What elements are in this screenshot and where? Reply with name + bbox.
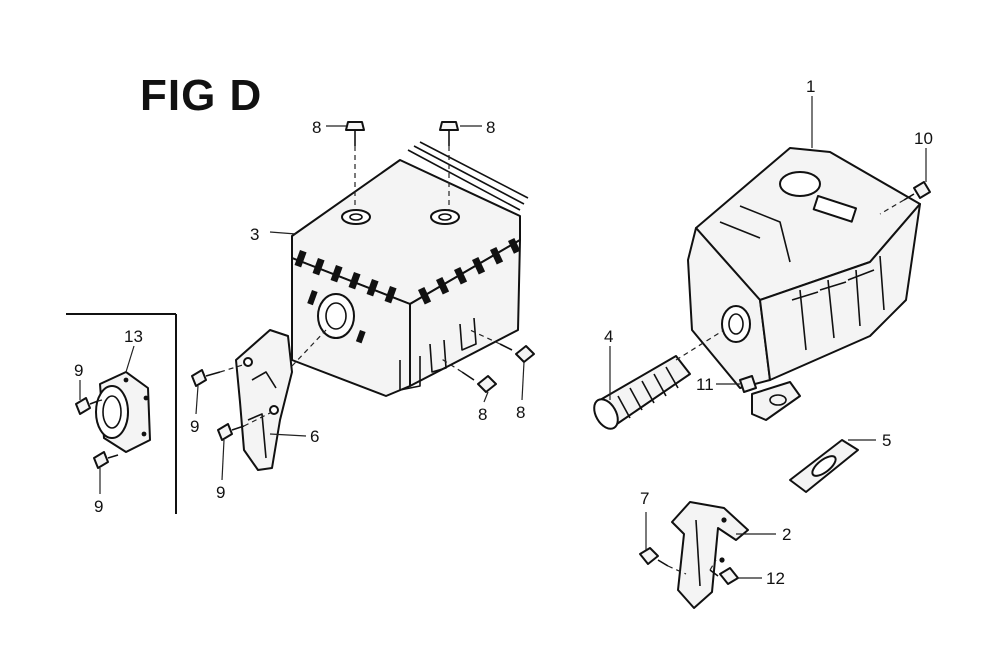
callout-6: 6 xyxy=(310,427,319,446)
bracket-part[interactable] xyxy=(671,501,749,609)
callout-2: 2 xyxy=(782,525,791,544)
screw-9-d[interactable] xyxy=(93,451,119,469)
callout-5: 5 xyxy=(882,431,891,450)
callout-8-top-left: 8 xyxy=(312,118,321,137)
inset-frame xyxy=(66,313,177,514)
leader-lines xyxy=(79,96,927,579)
callout-9-a: 9 xyxy=(190,417,199,436)
callout-9-b: 9 xyxy=(216,483,225,502)
callout-4: 4 xyxy=(604,327,613,346)
bolt-8-top-right[interactable] xyxy=(439,121,459,146)
callout-8-bottom-left: 8 xyxy=(478,405,487,424)
cap-part[interactable] xyxy=(95,371,151,453)
muffler-body-part[interactable] xyxy=(687,147,921,421)
bolt-7[interactable] xyxy=(639,547,669,567)
callout-10: 10 xyxy=(914,129,933,148)
screw-9-b[interactable] xyxy=(217,423,245,441)
nut-11[interactable] xyxy=(739,375,757,393)
bolt-8-top-left[interactable] xyxy=(345,121,365,146)
spark-arrester-part[interactable] xyxy=(589,355,691,433)
callout-8-top-right: 8 xyxy=(486,118,495,137)
callout-labels: 1 10 3 8 8 4 11 5 6 2 7 12 13 8 8 9 9 9 … xyxy=(74,77,933,588)
figure-title: FIG D xyxy=(140,71,263,120)
callout-11: 11 xyxy=(696,375,714,394)
bolt-10[interactable] xyxy=(903,181,931,201)
callout-8-bottom-right: 8 xyxy=(516,403,525,422)
screw-9-a[interactable] xyxy=(191,369,221,387)
muffler-protector-part[interactable] xyxy=(291,141,529,397)
callout-12: 12 xyxy=(766,569,785,588)
heat-shield-part[interactable] xyxy=(235,329,293,471)
callout-7: 7 xyxy=(640,489,649,508)
assembly-lines xyxy=(97,146,905,575)
callout-9-c: 9 xyxy=(74,361,83,380)
screw-9-c[interactable] xyxy=(75,397,99,415)
callout-13: 13 xyxy=(124,327,143,346)
callout-3: 3 xyxy=(250,225,259,244)
bolt-8-bottom-left[interactable] xyxy=(461,371,497,393)
callout-9-d: 9 xyxy=(94,497,103,516)
callout-1: 1 xyxy=(806,77,815,96)
gasket-part[interactable] xyxy=(789,439,859,493)
bolt-8-bottom-right[interactable] xyxy=(499,343,535,363)
